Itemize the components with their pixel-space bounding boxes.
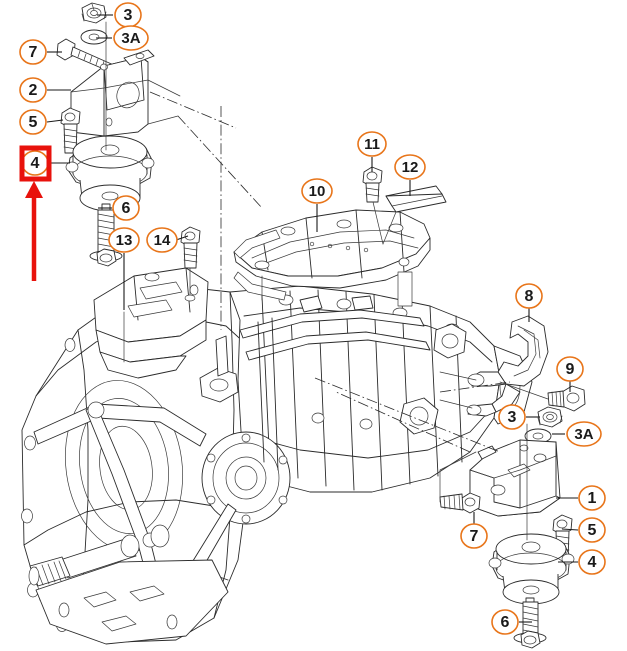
callout-number: 4 <box>588 554 597 571</box>
callout-6[interactable]: 6 <box>112 195 140 221</box>
callout-number: 12 <box>402 159 419 176</box>
callout-10[interactable]: 10 <box>301 178 333 204</box>
front-gearbox-mount-assembly <box>56 2 181 267</box>
callout-6[interactable]: 6 <box>491 609 519 635</box>
part-12-clip-bracket <box>382 185 447 245</box>
callout-number: 6 <box>501 614 510 631</box>
callout-leader-line <box>561 528 579 531</box>
callout-number: 11 <box>364 136 380 153</box>
callout-3a[interactable]: 3A <box>566 421 602 447</box>
callout-number: 3A <box>574 426 593 443</box>
callout-number: 14 <box>154 232 171 249</box>
callout-5[interactable]: 5 <box>19 109 47 135</box>
callout-ring <box>108 227 140 253</box>
callout-ring <box>460 523 488 549</box>
callout-8[interactable]: 8 <box>515 283 543 309</box>
callout-number: 3A <box>121 30 140 47</box>
callout-12[interactable]: 12 <box>394 154 426 180</box>
callout-number: 2 <box>29 82 38 99</box>
part-8-support-bracket-right <box>439 315 549 417</box>
callout-number: 7 <box>29 44 38 61</box>
callout-number: 9 <box>566 361 575 378</box>
callout-14[interactable]: 14 <box>146 227 178 253</box>
highlight-box <box>19 145 52 182</box>
callout-2[interactable]: 2 <box>19 77 47 103</box>
callout-5[interactable]: 5 <box>578 517 606 543</box>
callout-number: 1 <box>588 490 597 507</box>
part-10-heat-shield <box>233 209 431 307</box>
callout-number: 3 <box>508 409 517 426</box>
callout-number: 10 <box>309 183 326 200</box>
callout-number: 3 <box>124 7 133 24</box>
part-11-bolt <box>362 166 384 245</box>
callout-leader-line <box>46 119 64 123</box>
highlight-layer <box>19 145 52 281</box>
highlight-arrow-head <box>25 181 43 198</box>
callout-3[interactable]: 3 <box>114 2 142 28</box>
callout-number: 5 <box>588 522 597 539</box>
callout-ring <box>578 549 606 575</box>
callout-ring <box>301 178 333 204</box>
callout-ring <box>394 154 426 180</box>
callout-number: 4 <box>31 155 40 172</box>
callout-9[interactable]: 9 <box>556 356 584 382</box>
callout-ring <box>498 404 526 430</box>
part-6-stud-bolt-right <box>513 597 547 649</box>
callout-layer: 3 3A 7 2 5 4 6 13 14 10 11 12 8 9 3 3A 1 5 4 7 6 <box>19 2 606 635</box>
part-13-support-bracket <box>93 267 209 379</box>
callout-ring <box>146 227 178 253</box>
callout-3[interactable]: 3 <box>498 404 526 430</box>
callout-number: 13 <box>116 232 133 249</box>
rear-gearbox-mount-assembly <box>439 406 575 649</box>
callout-ring <box>566 421 602 447</box>
callout-ring <box>19 109 47 135</box>
part-3a-washer-top <box>80 29 108 45</box>
part-3-hex-nut-top <box>81 2 107 24</box>
callout-ring <box>556 356 584 382</box>
callout-ring <box>515 283 543 309</box>
callout-ring <box>491 609 519 635</box>
callout-11[interactable]: 11 <box>357 131 387 157</box>
gearbox-housing <box>21 285 533 645</box>
part-7-bolt-right <box>439 451 481 514</box>
callout-number: 7 <box>470 528 479 545</box>
part-4-rubber-mount-top <box>65 135 155 212</box>
callout-7[interactable]: 7 <box>460 523 488 549</box>
part-3-hex-nut-right <box>537 406 563 428</box>
callout-13[interactable]: 13 <box>108 227 140 253</box>
callout-number: 5 <box>29 114 38 131</box>
part-6-stud-bolt-top <box>89 203 123 267</box>
callout-ring <box>19 77 47 103</box>
part-14-bolt <box>180 226 201 302</box>
callout-leader-line <box>175 235 189 241</box>
callout-7[interactable]: 7 <box>19 39 47 65</box>
callout-1[interactable]: 1 <box>578 485 606 511</box>
part-9-bolt-right <box>499 381 586 412</box>
callout-number: 6 <box>122 200 131 217</box>
callout-ring <box>19 39 47 65</box>
part-2-mount-bracket-top <box>70 49 181 137</box>
callout-ring <box>112 195 140 221</box>
callout-ring <box>578 485 606 511</box>
callout-3a[interactable]: 3A <box>113 25 149 51</box>
callout-ring <box>578 517 606 543</box>
callout-ring <box>113 25 149 51</box>
part-1-mount-bracket-right <box>469 439 561 517</box>
callout-ring <box>357 131 387 157</box>
part-4-rubber-mount-right <box>488 533 575 605</box>
callout-number: 8 <box>525 288 534 305</box>
callout-4[interactable]: 4 <box>21 150 49 176</box>
construction-lines <box>149 91 511 453</box>
callout-4[interactable]: 4 <box>578 549 606 575</box>
